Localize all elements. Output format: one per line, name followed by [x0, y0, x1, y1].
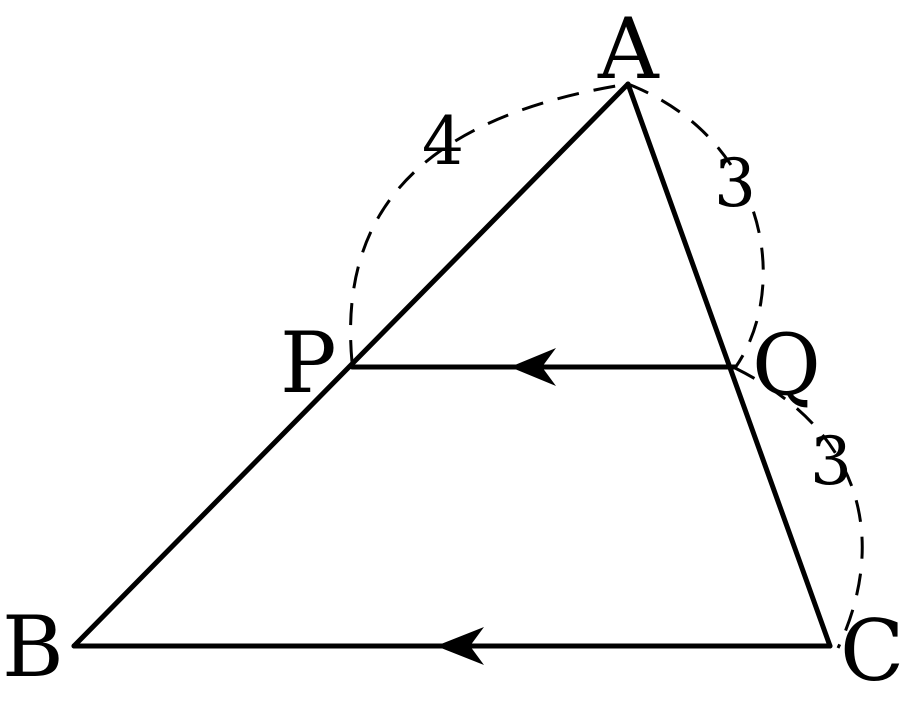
vertex-label-a: A: [597, 0, 660, 98]
vertex-label-p: P: [280, 314, 337, 412]
arc-qc: [734, 366, 864, 649]
vertex-label-c: C: [840, 602, 904, 700]
arc-aq: [627, 82, 765, 369]
vertex-label-q: Q: [752, 316, 821, 414]
pq-parallel-arrow-icon: [510, 348, 556, 386]
measure-label-qc: 3: [810, 423, 852, 500]
bc-parallel-arrow-icon: [436, 627, 484, 665]
measure-label-ap: 4: [422, 103, 464, 180]
arc-ap: [349, 82, 629, 363]
measure-label-aq: 3: [714, 145, 756, 222]
vertex-label-b: B: [2, 598, 64, 696]
